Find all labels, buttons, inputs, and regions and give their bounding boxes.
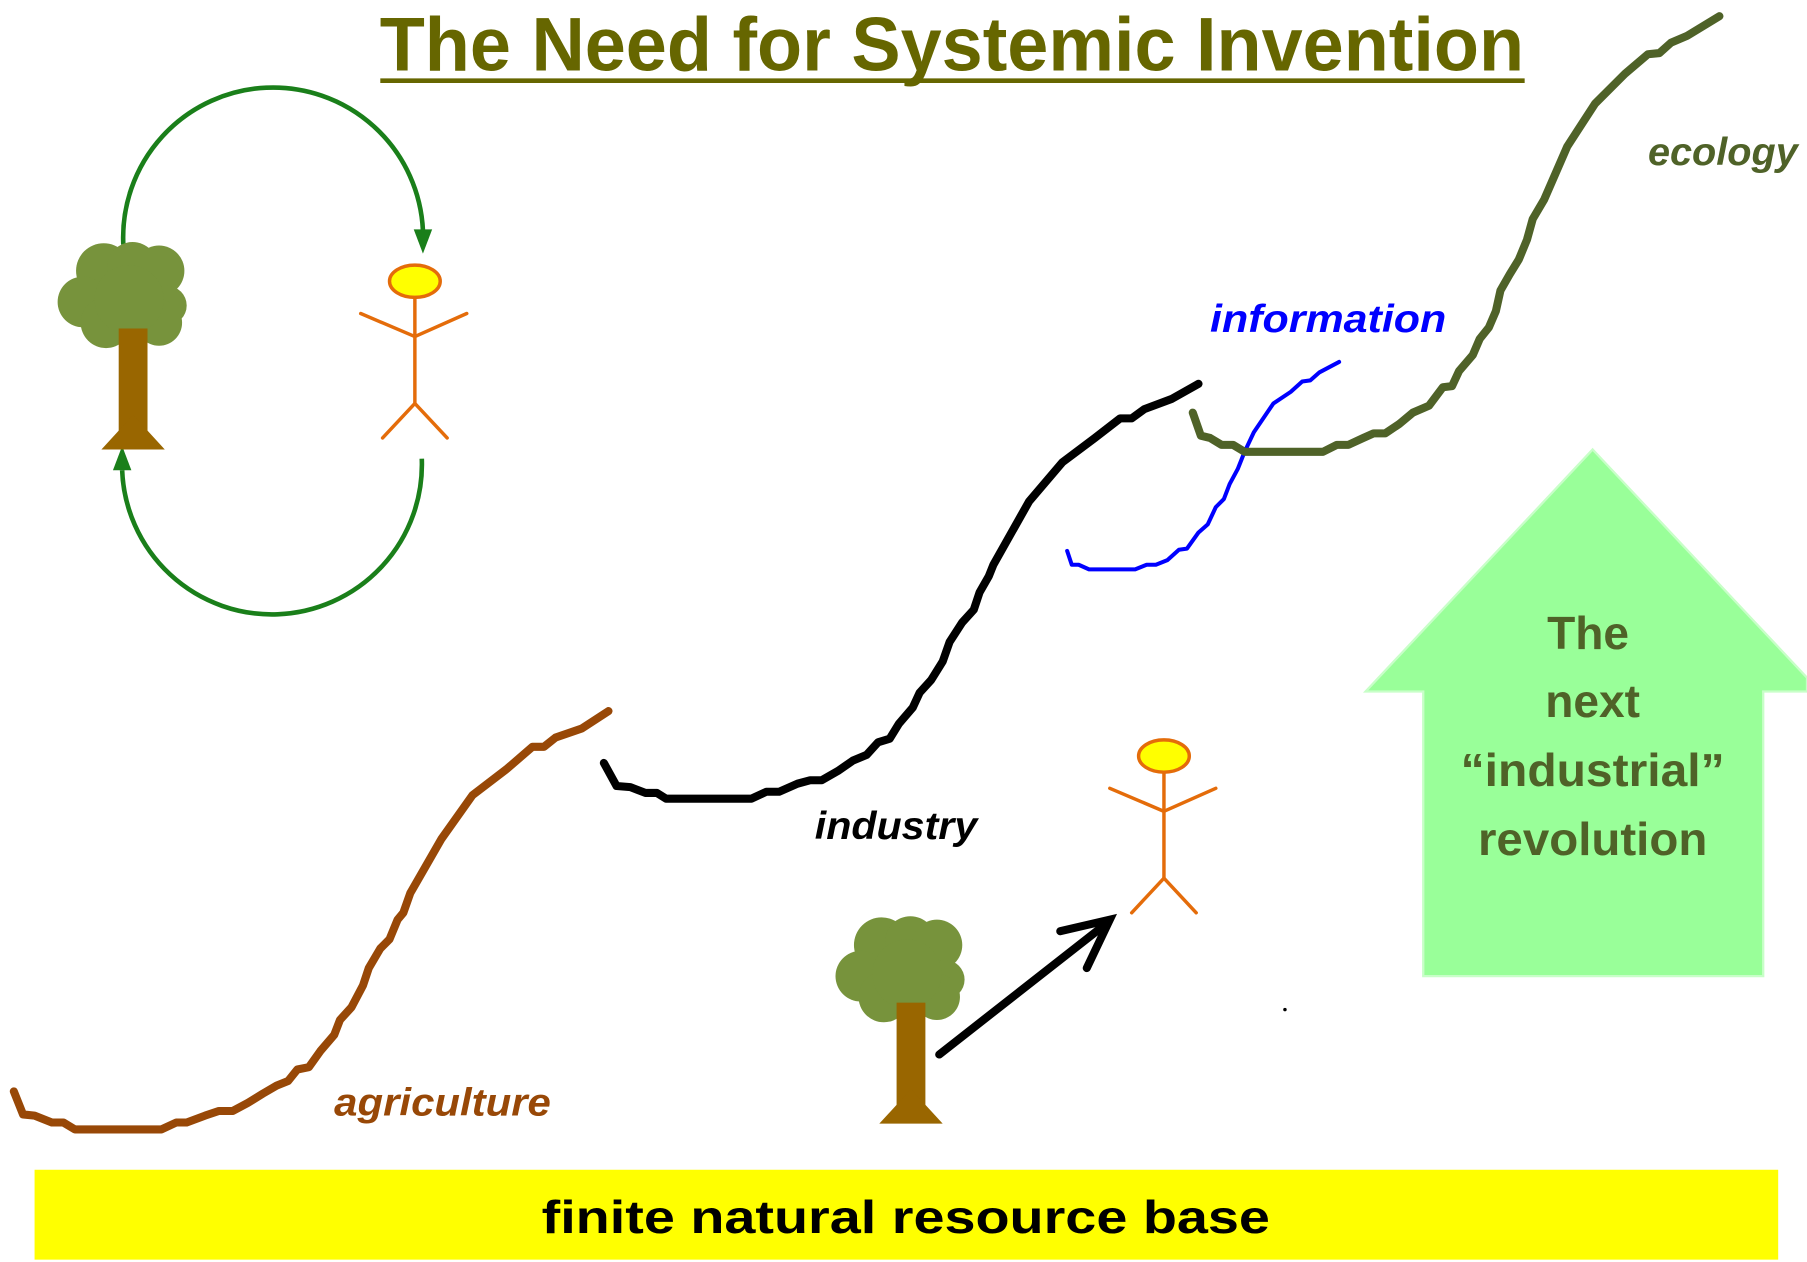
cycle-arrow-icon xyxy=(112,446,425,617)
callout-line-3: “industrial” xyxy=(1461,744,1725,796)
callout-line-1: The xyxy=(1547,607,1629,659)
ecology-curve: ecology xyxy=(1188,12,1800,456)
industry-curve: industry xyxy=(599,379,1203,848)
cycle-arrow-icon xyxy=(120,85,433,254)
up-arrow-icon xyxy=(1362,447,1807,978)
industry-label: industry xyxy=(815,805,980,848)
callout-line-4: revolution xyxy=(1478,813,1707,865)
next-revolution-arrow: The next “industrial” revolution xyxy=(1362,447,1807,978)
tree-icon xyxy=(835,916,965,1124)
ecology-label: ecology xyxy=(1648,131,1800,174)
resource-base-bar: finite natural resource base xyxy=(34,1169,1779,1260)
resource-base-label: finite natural resource base xyxy=(542,1191,1270,1243)
person-icon xyxy=(1108,738,1218,915)
callout-line-2: next xyxy=(1545,675,1640,727)
agriculture-curve: agriculture xyxy=(9,707,613,1134)
stray-dot xyxy=(1283,1007,1287,1012)
title-text: The Need for Systemic Invention xyxy=(380,2,1524,87)
tree-icon xyxy=(57,242,187,450)
linear-flow-diagram xyxy=(835,738,1287,1124)
arrow-icon xyxy=(935,913,1118,1059)
resource-base-fill xyxy=(34,1169,1779,1260)
agriculture-label: agriculture xyxy=(334,1082,551,1125)
person-icon xyxy=(358,263,469,440)
slide-title: The Need for Systemic Invention xyxy=(380,2,1525,87)
information-curve: information xyxy=(1065,298,1446,572)
cycle-diagram xyxy=(57,85,469,617)
information-label: information xyxy=(1210,298,1446,341)
